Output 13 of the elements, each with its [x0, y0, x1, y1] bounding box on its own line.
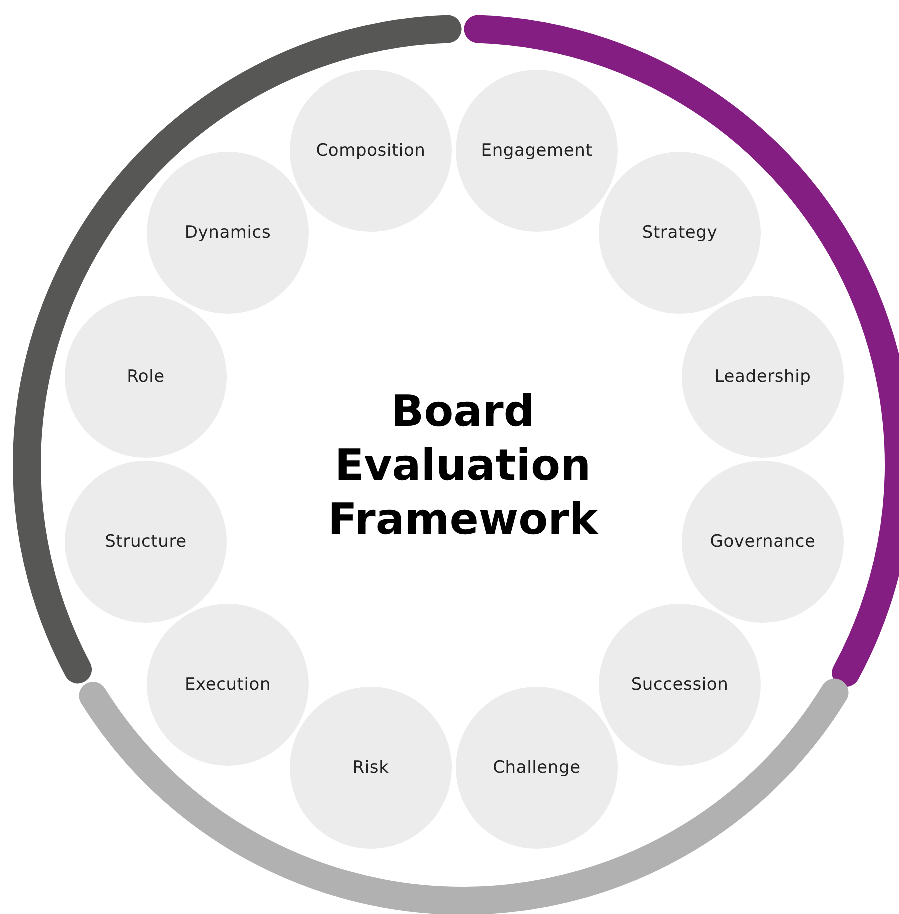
topic-circle: Structure — [65, 461, 227, 623]
topic-circle: Dynamics — [147, 152, 309, 314]
topic-circle: Challenge — [456, 687, 618, 849]
topic-circle: Leadership — [682, 296, 844, 458]
topic-circle: Strategy — [599, 152, 761, 314]
topic-circle: Risk — [290, 687, 452, 849]
topic-circle: Governance — [682, 461, 844, 623]
topic-circle: Execution — [147, 604, 309, 766]
topic-circle: Engagement — [456, 70, 618, 232]
diagram-title: Board Evaluation Framework — [327, 386, 600, 547]
topic-circle: Succession — [599, 604, 761, 766]
topic-circle: Role — [65, 296, 227, 458]
topic-circle: Composition — [290, 70, 452, 232]
